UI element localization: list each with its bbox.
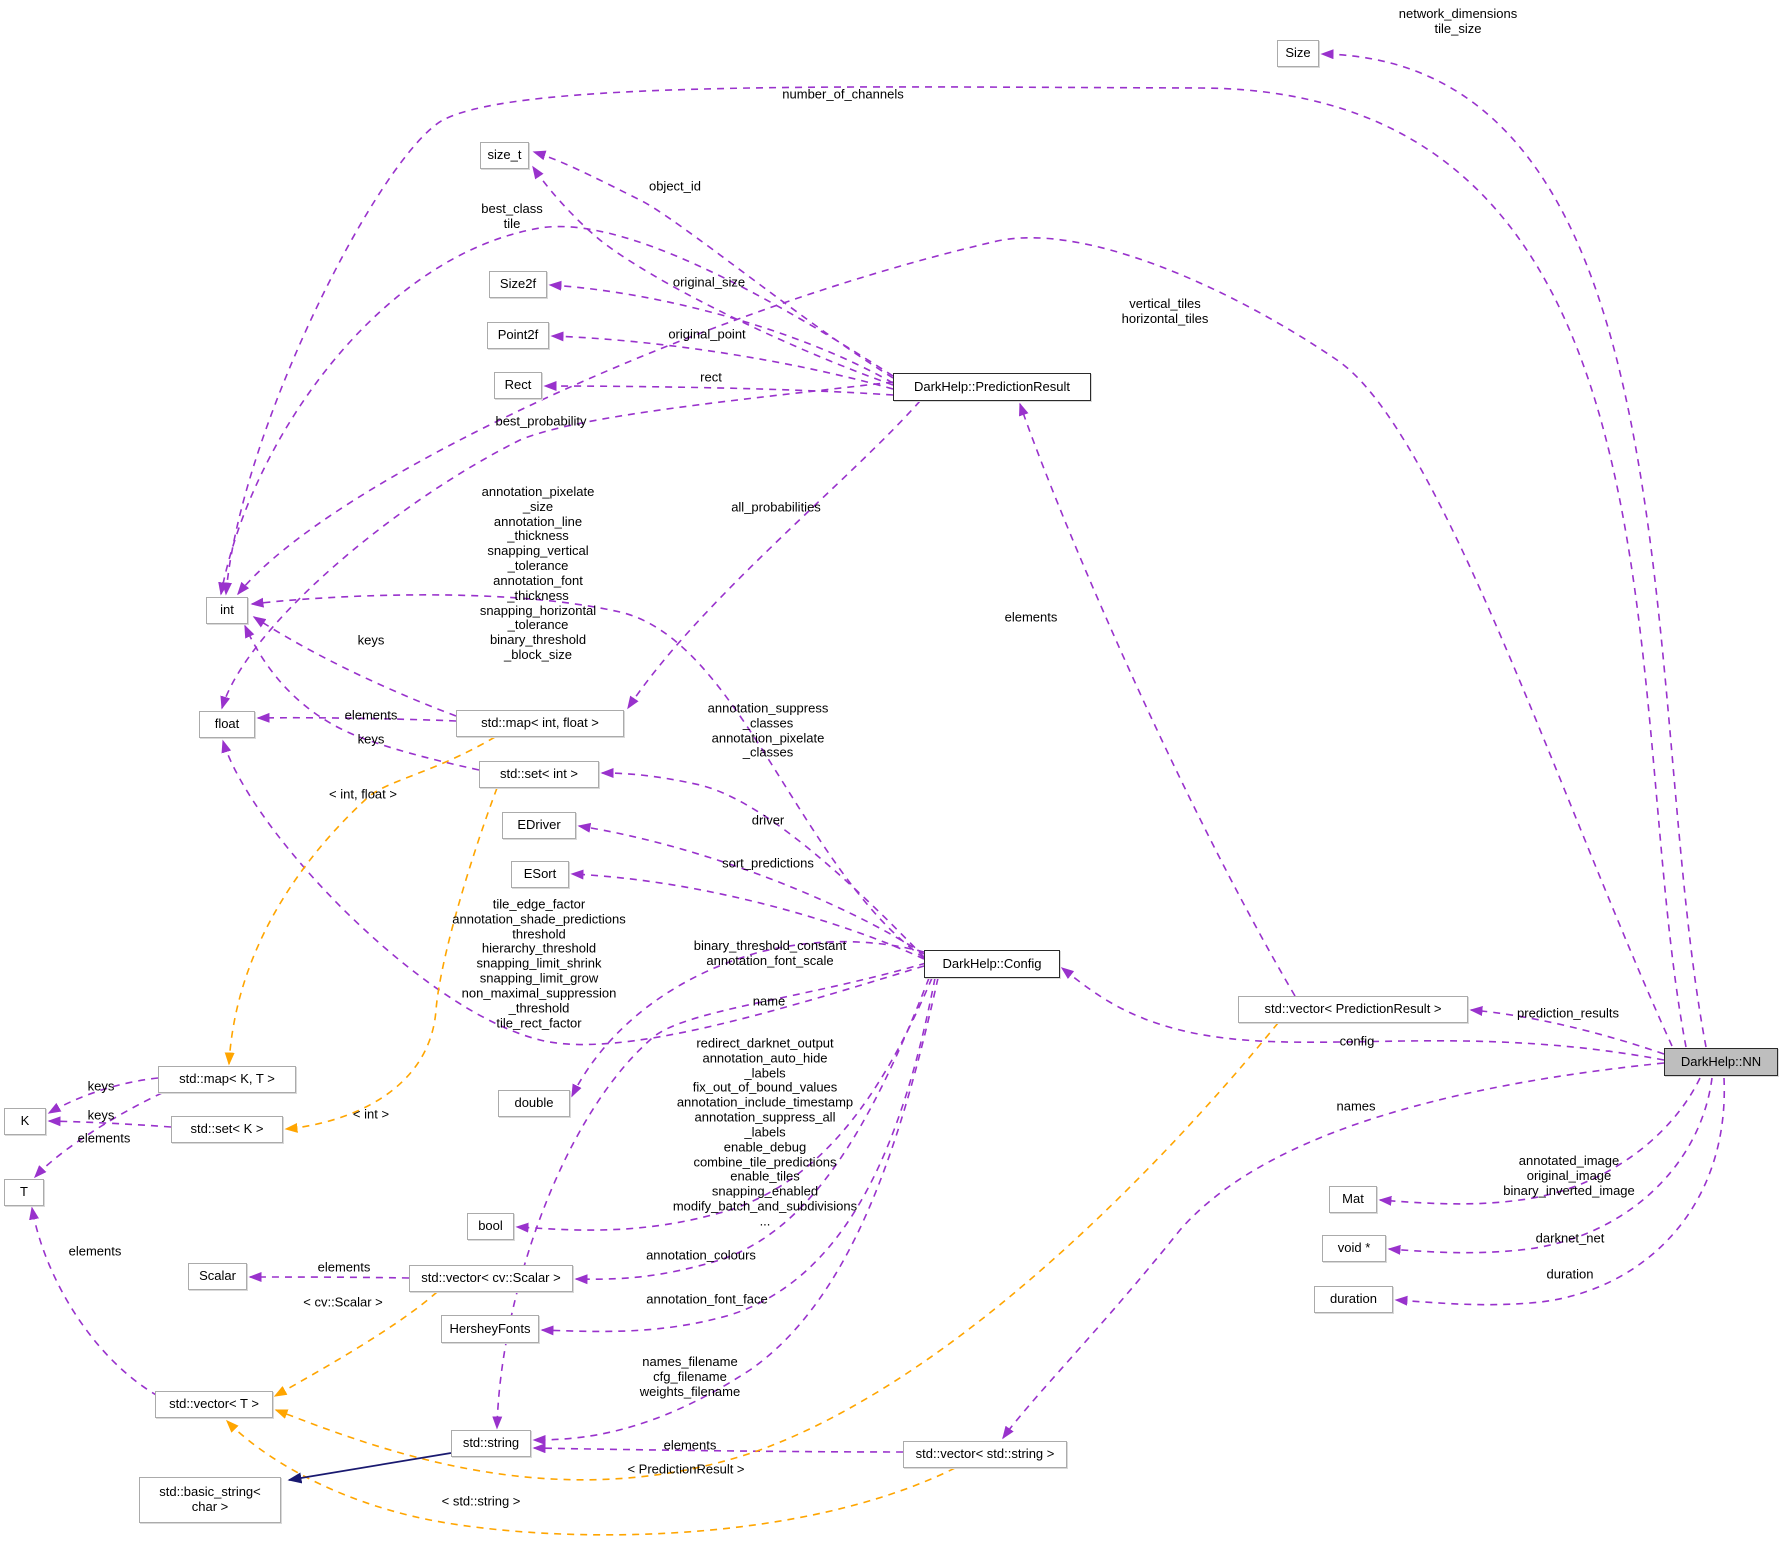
edge-config-string-name <box>492 962 927 1430</box>
node-set-int[interactable]: std::set< int > <box>479 761 599 788</box>
edge-nn-size-network-dimensions <box>1320 49 1707 1048</box>
node-duration[interactable]: duration <box>1314 1286 1393 1313</box>
edge-vectorscalar-vectort-template <box>273 1291 438 1397</box>
node-size[interactable]: Size <box>1277 40 1319 67</box>
edge-vectorscalar-scalar-elements <box>248 1272 410 1283</box>
node-vector-t[interactable]: std::vector< T > <box>155 1391 273 1418</box>
edge-config-double-binary-threshold <box>571 940 925 1098</box>
node-nn[interactable]: DarkHelp::NN <box>1664 1048 1778 1076</box>
node-size2f[interactable]: Size2f <box>489 271 547 298</box>
edge-config-float-threshold-stack <box>221 739 925 1046</box>
edge-mapkt-t-elements <box>33 1092 163 1179</box>
edge-pr-sizet-2 <box>532 165 894 386</box>
edge-pr-rect-rect <box>543 381 894 396</box>
edge-pr-sizet-object-id <box>532 150 894 379</box>
node-prediction-result[interactable]: DarkHelp::PredictionResult <box>893 373 1091 401</box>
edge-setk-k-keys <box>47 1116 172 1128</box>
node-int[interactable]: int <box>206 597 248 624</box>
edge-setint-setk-template <box>284 787 498 1133</box>
node-scalar[interactable]: Scalar <box>188 1263 247 1290</box>
edge-vectorstring-string-elements <box>532 1443 904 1454</box>
edge-nn-int-tiles <box>237 237 1673 1047</box>
edge-pr-map-all-probabilities <box>627 400 921 710</box>
edge-config-string-filenames <box>532 977 939 1445</box>
edge-config-bool-flags-stack <box>515 977 933 1233</box>
node-rect[interactable]: Rect <box>494 372 542 399</box>
edge-pr-point2f-original-point <box>550 331 894 390</box>
node-point2f[interactable]: Point2f <box>487 322 549 349</box>
edge-nn-vectorstring-names <box>1002 1062 1665 1440</box>
edge-nn-int-number-of-channels <box>222 86 1687 1048</box>
edge-nn-vectorpr-prediction-results <box>1469 1005 1665 1055</box>
edge-pr-float-best-probability <box>220 381 894 710</box>
node-float[interactable]: float <box>199 711 255 738</box>
node-edriver[interactable]: EDriver <box>502 812 576 839</box>
edge-config-set-suppress <box>600 768 925 958</box>
node-string[interactable]: std::string <box>451 1430 531 1457</box>
edge-nn-mat-images <box>1378 1077 1701 1206</box>
edge-config-hersheyfonts-annotation-font-face <box>540 977 936 1336</box>
node-t[interactable]: T <box>4 1179 44 1206</box>
edge-nn-duration-duration <box>1394 1077 1725 1306</box>
node-map-int-float[interactable]: std::map< int, float > <box>456 710 624 737</box>
node-bool[interactable]: bool <box>467 1213 514 1240</box>
edge-vectorpr-vectort-template <box>274 1022 1279 1481</box>
edge-mapkt-k-keys <box>47 1077 159 1114</box>
edge-string-basicstring-inherit <box>287 1452 452 1484</box>
node-hersheyfonts[interactable]: HersheyFonts <box>441 1315 539 1343</box>
edge-nn-voidptr-darknet-net <box>1387 1077 1713 1255</box>
node-map-k-t[interactable]: std::map< K, T > <box>158 1066 296 1093</box>
edge-pr-size2f-original-size <box>548 280 894 384</box>
edge-map-int-keys <box>252 616 457 717</box>
node-k[interactable]: K <box>4 1108 46 1135</box>
node-basic-string[interactable]: std::basic_string< char > <box>139 1477 281 1523</box>
node-config[interactable]: DarkHelp::Config <box>924 950 1060 978</box>
node-vector-prediction-result[interactable]: std::vector< PredictionResult > <box>1238 996 1468 1023</box>
edge-set-int-keys <box>244 624 480 771</box>
node-size-t[interactable]: size_t <box>480 142 529 169</box>
node-mat[interactable]: Mat <box>1329 1186 1377 1213</box>
node-void-ptr[interactable]: void * <box>1322 1235 1386 1262</box>
node-double[interactable]: double <box>498 1090 570 1117</box>
edge-config-vectorscalar-annotation-colours <box>574 977 930 1285</box>
edge-vectort-t-elements <box>29 1206 159 1397</box>
node-esort[interactable]: ESort <box>511 861 569 888</box>
edge-config-esort-sort-predictions <box>570 869 925 960</box>
edge-vectorstring-vectort-template <box>225 1419 956 1536</box>
edge-mapif-mapkt-template <box>224 736 496 1066</box>
edge-pr-int-best-class-tile <box>218 225 894 596</box>
edge-config-int-annotation-stack <box>250 594 925 959</box>
node-set-k[interactable]: std::set< K > <box>171 1116 283 1143</box>
edge-config-edriver-driver <box>577 822 925 955</box>
edge-vectorpr-pr-elements <box>1019 402 1296 997</box>
node-vector-cv-scalar[interactable]: std::vector< cv::Scalar > <box>409 1265 573 1292</box>
node-vector-string[interactable]: std::vector< std::string > <box>903 1441 1067 1468</box>
edge-map-float-elements <box>256 712 457 723</box>
edge-nn-config-config <box>1060 967 1665 1061</box>
